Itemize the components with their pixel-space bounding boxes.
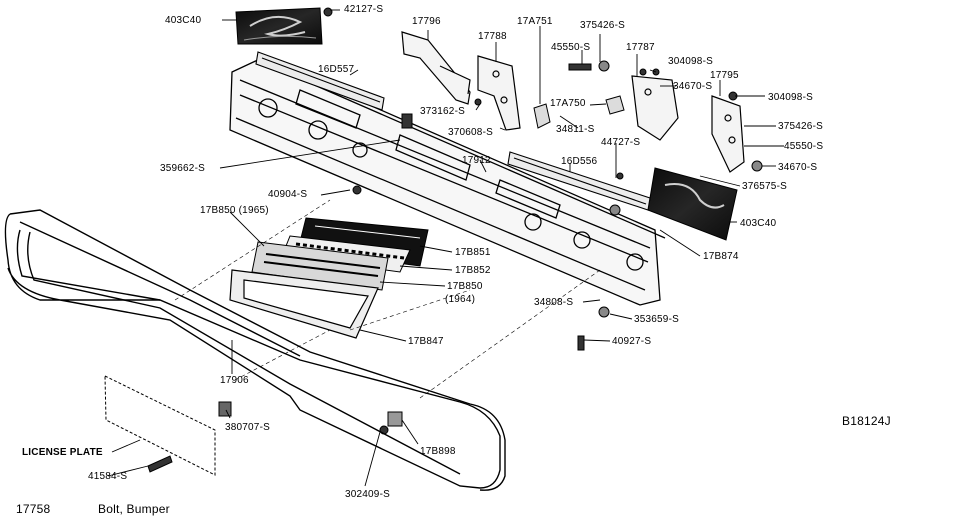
license-plate bbox=[104, 375, 216, 476]
callout-17b850-1964: 17B850 bbox=[447, 281, 483, 292]
callout-17b851: 17B851 bbox=[455, 247, 491, 258]
callout-17788: 17788 bbox=[478, 31, 507, 42]
callout-17b874: 17B874 bbox=[703, 251, 739, 262]
callout-16d556: 16D556 bbox=[561, 156, 598, 167]
trim-strip-16d557 bbox=[255, 51, 385, 111]
callout-17a750: 17A750 bbox=[550, 98, 586, 109]
callout-17a751: 17A751 bbox=[517, 16, 553, 27]
callout-40927-s: 40927-S bbox=[612, 336, 652, 347]
callout-34808-s: 34808-S bbox=[534, 297, 574, 308]
callout-17787: 17787 bbox=[626, 42, 655, 53]
callout-304098-s-a: 304098-S bbox=[668, 56, 713, 67]
callout-16d557: 16D557 bbox=[318, 64, 355, 75]
trim-strip-16d556 bbox=[507, 151, 651, 211]
callout-34670-s-b: 34670-S bbox=[778, 162, 818, 173]
callout-17b850-1965: 17B850 (1965) bbox=[200, 205, 269, 216]
bracket-17788 bbox=[477, 55, 521, 131]
callout-1964-note: (1964) bbox=[445, 294, 476, 305]
callout-373162-s: 373162-S bbox=[420, 106, 465, 117]
bumper-face-17906 bbox=[4, 209, 506, 491]
callout-403c40-top: 403C40 bbox=[165, 15, 202, 26]
callout-304098-s-b: 304098-S bbox=[768, 92, 813, 103]
grille-frame-17b847 bbox=[229, 269, 379, 339]
callout-44727-s: 44727-S bbox=[601, 137, 641, 148]
callout-370608-s: 370608-S bbox=[448, 127, 493, 138]
callout-17b898: 17B898 bbox=[420, 446, 456, 457]
figure-code: B18124J bbox=[842, 414, 891, 428]
bracket-17795 bbox=[711, 95, 745, 173]
callout-41584-s: 41584-S bbox=[88, 471, 128, 482]
insert-403c40-right bbox=[647, 167, 738, 241]
bracket-17796 bbox=[401, 31, 471, 105]
license-plate-label: LICENSE PLATE bbox=[22, 447, 103, 458]
callout-34811-s: 34811-S bbox=[556, 124, 595, 135]
grille-17b850 bbox=[251, 241, 389, 291]
callout-302409-s: 302409-S bbox=[345, 489, 390, 500]
clamp-17a751 bbox=[533, 103, 551, 129]
part-number: 17758 bbox=[16, 502, 51, 516]
callout-45550-s-right: 45550-S bbox=[784, 141, 824, 152]
callout-380707-s: 380707-S bbox=[225, 422, 270, 433]
callout-17912: 17912 bbox=[462, 155, 491, 166]
callout-17b847: 17B847 bbox=[408, 336, 444, 347]
callout-375426-s-top: 375426-S bbox=[580, 20, 625, 31]
callout-353659-s: 353659-S bbox=[634, 314, 679, 325]
callout-17796: 17796 bbox=[412, 16, 441, 27]
callout-375426-s-right: 375426-S bbox=[778, 121, 823, 132]
callout-17795: 17795 bbox=[710, 70, 739, 81]
callout-45550-s-top: 45550-S bbox=[551, 42, 591, 53]
part-description: Bolt, Bumper bbox=[98, 502, 170, 516]
fasteners bbox=[147, 7, 763, 473]
callout-17b852: 17B852 bbox=[455, 265, 491, 276]
clamp-17a750 bbox=[605, 95, 625, 115]
leader-lines bbox=[107, 9, 784, 487]
construction-lines bbox=[174, 199, 601, 399]
callout-34670-s-a: 34670-S bbox=[673, 81, 713, 92]
callout-403c40-right: 403C40 bbox=[740, 218, 777, 229]
callout-17906: 17906 bbox=[220, 375, 249, 386]
insert-403c40-top bbox=[235, 7, 323, 45]
callout-42127-s: 42127-S bbox=[344, 4, 384, 15]
bracket-17787 bbox=[631, 75, 679, 141]
callout-376575-s: 376575-S bbox=[742, 181, 787, 192]
callout-359662-s: 359662-S bbox=[160, 163, 205, 174]
callout-40904-s: 40904-S bbox=[268, 189, 308, 200]
